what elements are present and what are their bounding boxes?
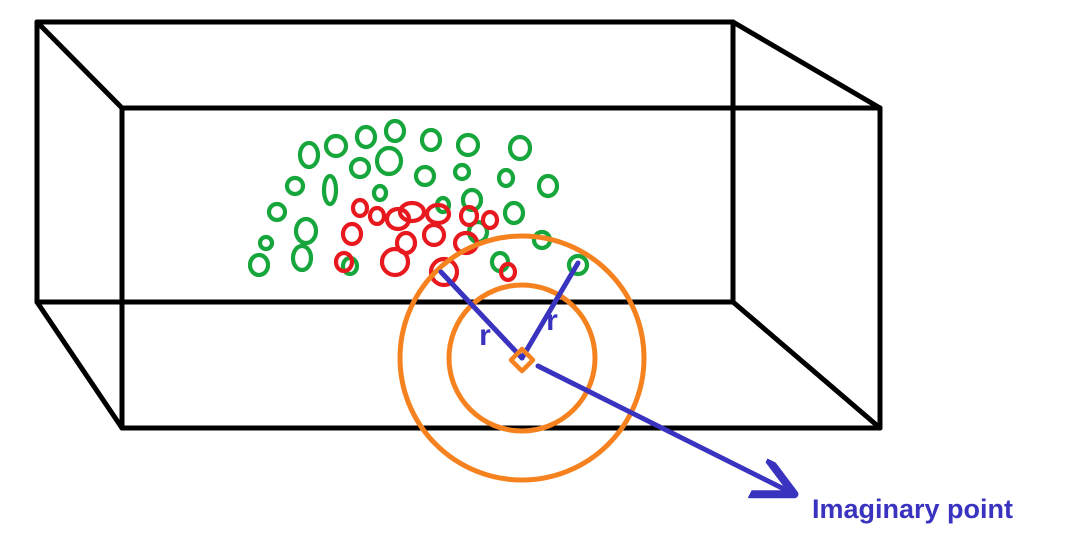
green-ring-marker <box>297 140 321 170</box>
green-ring-marker <box>293 216 319 246</box>
red-ring-marker <box>480 209 500 231</box>
imaginary-point-arrow <box>535 363 790 492</box>
radius-line-right <box>519 260 581 361</box>
red-ring-marker <box>498 261 518 283</box>
green-ring-marker <box>348 156 372 180</box>
green-ring-marker <box>284 175 306 197</box>
red-ring-marker <box>340 221 364 247</box>
green-marker-cluster <box>247 118 590 278</box>
concentric-radius-circles <box>397 233 647 483</box>
green-ring-marker <box>247 252 271 278</box>
green-ring-marker <box>452 162 472 182</box>
radius-line-left <box>438 269 525 361</box>
green-ring-marker <box>536 173 560 199</box>
imaginary-point-label: Imaginary point <box>812 494 1013 524</box>
radius-label-right: r <box>546 304 558 337</box>
box-edge-connector-bottom-left <box>34 299 125 431</box>
box-edge-connector-bottom-right <box>730 299 883 431</box>
red-ring-marker <box>379 246 411 278</box>
green-ring-marker <box>502 200 526 226</box>
red-ring-marker <box>397 200 427 224</box>
radius-label-left: r <box>479 319 491 352</box>
red-ring-marker <box>424 202 452 226</box>
green-ring-marker <box>354 124 378 150</box>
red-ring-marker <box>350 197 370 219</box>
green-ring-marker <box>383 118 407 144</box>
inner-radius-circle <box>446 282 598 434</box>
green-ring-marker <box>290 243 314 273</box>
red-ring-marker <box>428 256 460 288</box>
red-ring-marker <box>394 230 418 256</box>
red-marker-cluster <box>333 197 518 288</box>
center-diamond-marker <box>508 346 536 374</box>
red-ring-marker <box>421 222 447 248</box>
green-ring-marker <box>257 234 275 252</box>
green-ring-marker <box>419 127 443 153</box>
box-edge-connector-top-left <box>34 19 125 111</box>
green-ring-marker <box>266 201 288 223</box>
green-ring-marker <box>323 133 349 159</box>
green-ring-marker <box>374 145 404 177</box>
red-ring-marker <box>367 205 387 227</box>
box-edge-connector-top-right <box>730 19 883 111</box>
green-ring-marker <box>496 167 516 189</box>
green-ring-marker <box>455 132 481 158</box>
green-ring-marker <box>413 164 437 188</box>
red-ring-marker <box>333 250 355 274</box>
green-ring-marker <box>566 253 590 277</box>
red-ring-marker <box>458 204 480 228</box>
green-ring-marker <box>321 173 339 207</box>
outer-radius-circle <box>397 233 647 483</box>
green-ring-marker <box>371 183 389 203</box>
green-ring-marker <box>507 134 533 162</box>
3d-bounding-box <box>34 19 883 431</box>
radius-segment-group <box>438 260 581 361</box>
